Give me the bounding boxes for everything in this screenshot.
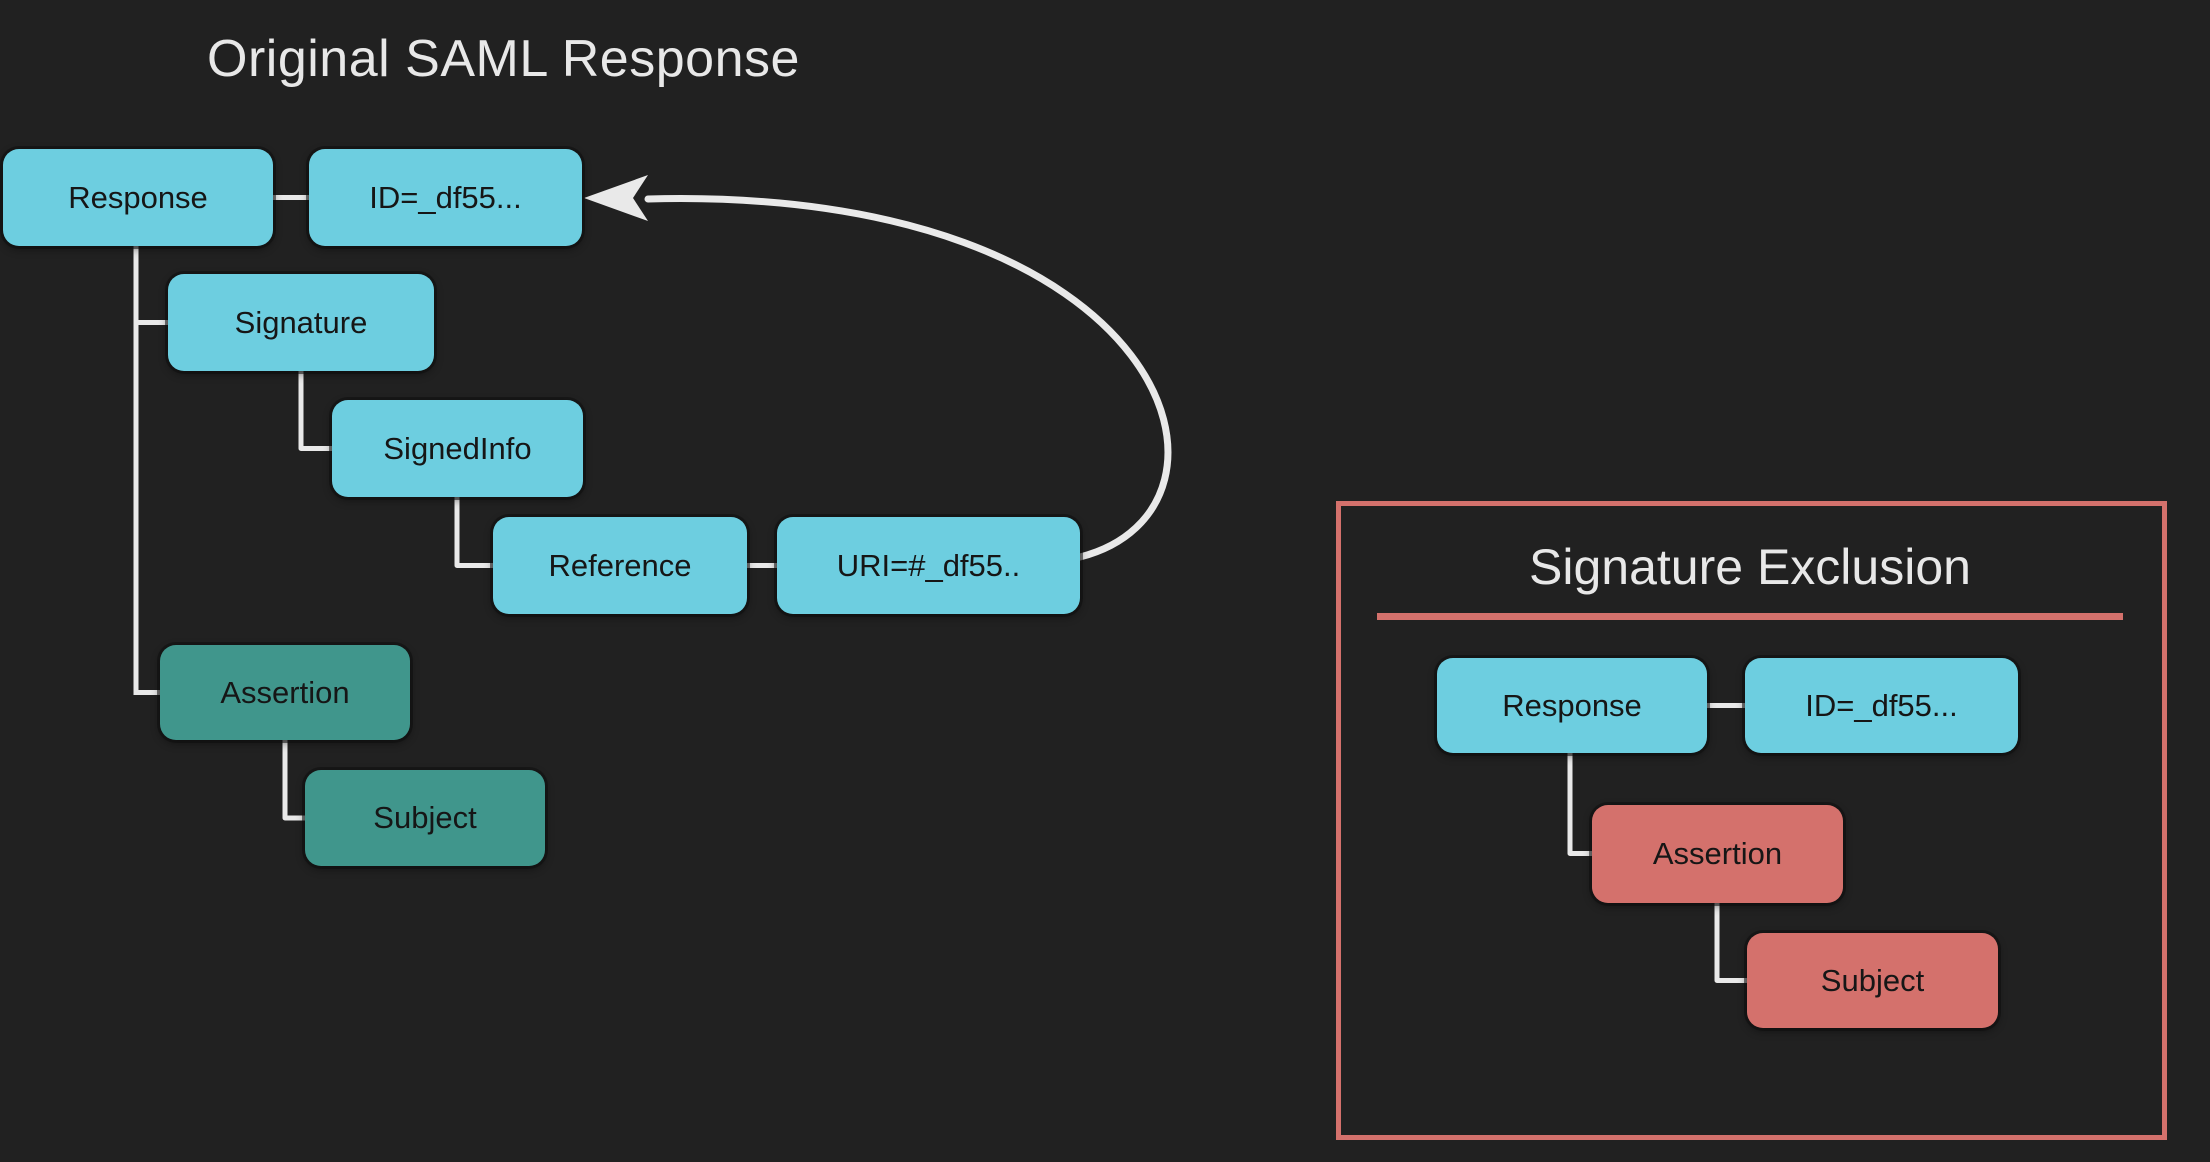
node-signedinfo: SignedInfo <box>332 400 583 497</box>
signature-exclusion-panel <box>1336 501 2167 1140</box>
connector-response-assertion-right <box>1567 750 1595 856</box>
signature-exclusion-underline <box>1377 613 2123 620</box>
node-response-excluded: Response <box>1437 658 1707 753</box>
reference-loop-arrowhead <box>584 175 648 221</box>
connector-assertion-subject-right <box>1714 900 1750 983</box>
node-reference: Reference <box>493 517 747 614</box>
node-assertion-excluded: Assertion <box>1592 805 1843 903</box>
node-subject: Subject <box>305 770 545 866</box>
node-id-attribute: ID=_df55... <box>309 149 582 246</box>
signature-exclusion-title: Signature Exclusion <box>1529 539 1971 595</box>
node-response: Response <box>3 149 273 246</box>
reference-loop-arrow <box>644 195 1172 561</box>
node-subject-excluded: Subject <box>1747 933 1998 1028</box>
left-diagram-title: Original SAML Response <box>207 30 800 88</box>
connector-signature-signedinfo <box>298 368 335 451</box>
node-id-attribute-excluded: ID=_df55... <box>1745 658 2018 753</box>
connector-signedinfo-reference <box>454 494 496 568</box>
node-signature: Signature <box>168 274 434 371</box>
connector-assertion-subject <box>282 737 308 821</box>
node-uri-attribute: URI=#_df55.. <box>777 517 1080 614</box>
node-assertion: Assertion <box>160 645 410 740</box>
